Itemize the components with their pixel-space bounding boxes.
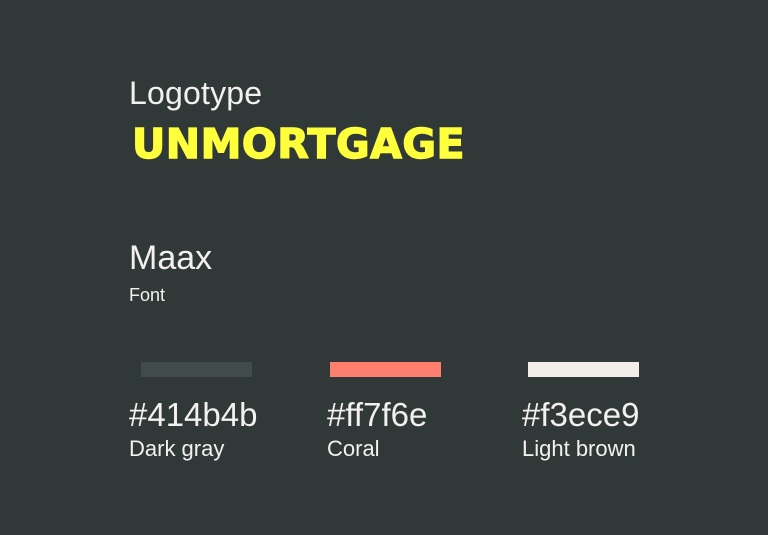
- color-swatch-bar: [528, 362, 639, 377]
- logotype-heading: Logotype: [129, 75, 263, 111]
- color-hex-code: #f3ece9: [522, 396, 640, 433]
- color-swatch-bar: [330, 362, 441, 377]
- color-name: Light brown: [522, 436, 636, 461]
- color-swatch-bar: [141, 362, 252, 377]
- color-swatch-coral: #ff7f6e Coral: [327, 362, 441, 462]
- color-swatch-dark-gray: #414b4b Dark gray: [129, 362, 257, 462]
- color-name: Coral: [327, 436, 380, 461]
- font-name: Maax: [129, 239, 213, 277]
- color-hex-code: #ff7f6e: [327, 396, 428, 433]
- logotype-wordmark: UNMORTGAGE: [131, 119, 465, 168]
- color-name: Dark gray: [129, 436, 225, 461]
- font-caption: Font: [129, 285, 166, 305]
- color-hex-code: #414b4b: [129, 396, 258, 433]
- color-swatch-light-brown: #f3ece9 Light brown: [522, 362, 639, 462]
